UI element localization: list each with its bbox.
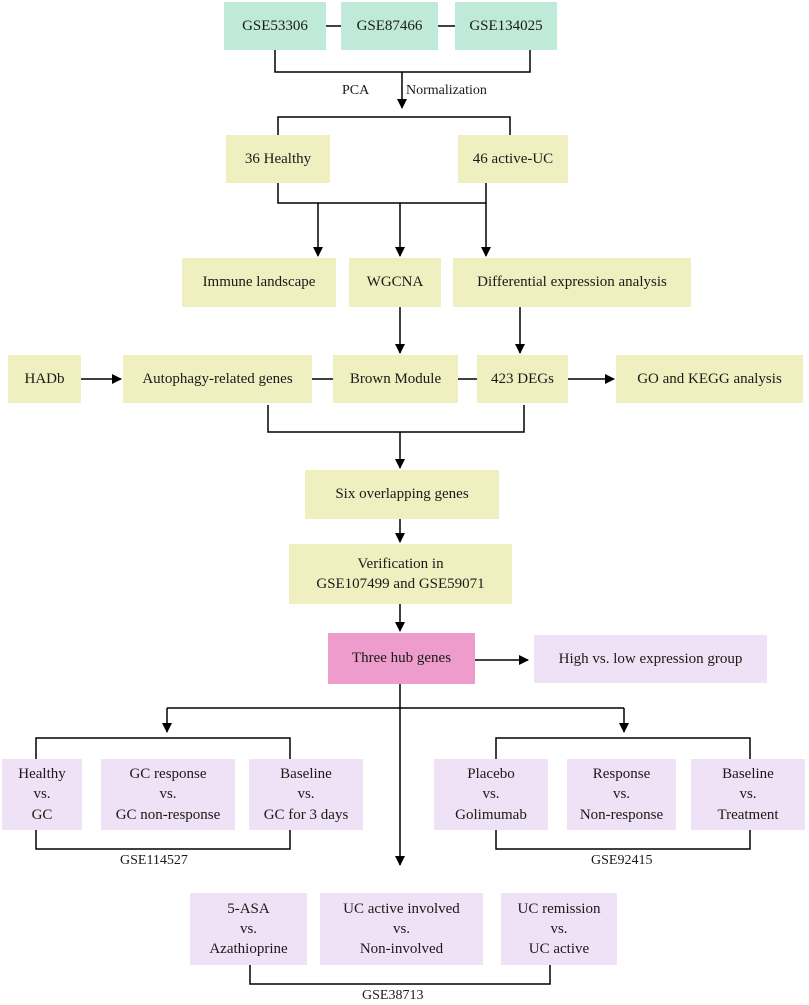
5asa-vs-azathioprine-box: 5-ASA vs. Azathioprine [190, 893, 307, 965]
gse92415-label: GSE92415 [591, 853, 653, 868]
six-overlapping-genes-box: Six overlapping genes [305, 470, 499, 519]
hadb-box: HADb [8, 355, 81, 403]
immune-landscape-box: Immune landscape [182, 258, 336, 307]
wgcna-box: WGCNA [349, 258, 441, 307]
healthy-vs-gc-box: Healthy vs. GC [2, 759, 82, 830]
healthy-group: 36 Healthy [226, 135, 330, 183]
go-kegg-box: GO and KEGG analysis [616, 355, 803, 403]
uc-remission-box: UC remission vs. UC active [501, 893, 617, 965]
baseline-vs-gc-box: Baseline vs. GC for 3 days [249, 759, 363, 830]
active-uc-group: 46 active-UC [458, 135, 568, 183]
placebo-vs-golimumab-box: Placebo vs. Golimumab [434, 759, 548, 830]
verification-box: Verification in GSE107499 and GSE59071 [289, 544, 512, 604]
dataset-gse134025: GSE134025 [455, 2, 557, 50]
three-hub-genes-box: Three hub genes [328, 633, 475, 684]
dataset-gse53306: GSE53306 [224, 2, 326, 50]
dataset-gse87466: GSE87466 [341, 2, 438, 50]
gse114527-label: GSE114527 [120, 853, 188, 868]
degs-box: 423 DEGs [477, 355, 568, 403]
gse38713-label: GSE38713 [362, 988, 424, 1003]
normalization-label: Normalization [406, 83, 487, 98]
response-vs-nonresponse-box: Response vs. Non-response [567, 759, 676, 830]
baseline-vs-treatment-box: Baseline vs. Treatment [691, 759, 805, 830]
pca-label: PCA [342, 83, 370, 98]
gc-response-box: GC response vs. GC non-response [101, 759, 235, 830]
uc-active-involved-box: UC active involved vs. Non-involved [320, 893, 483, 965]
autophagy-genes-box: Autophagy-related genes [123, 355, 312, 403]
brown-module-box: Brown Module [333, 355, 458, 403]
differential-expression-box: Differential expression analysis [453, 258, 691, 307]
high-low-expression-box: High vs. low expression group [534, 635, 767, 683]
